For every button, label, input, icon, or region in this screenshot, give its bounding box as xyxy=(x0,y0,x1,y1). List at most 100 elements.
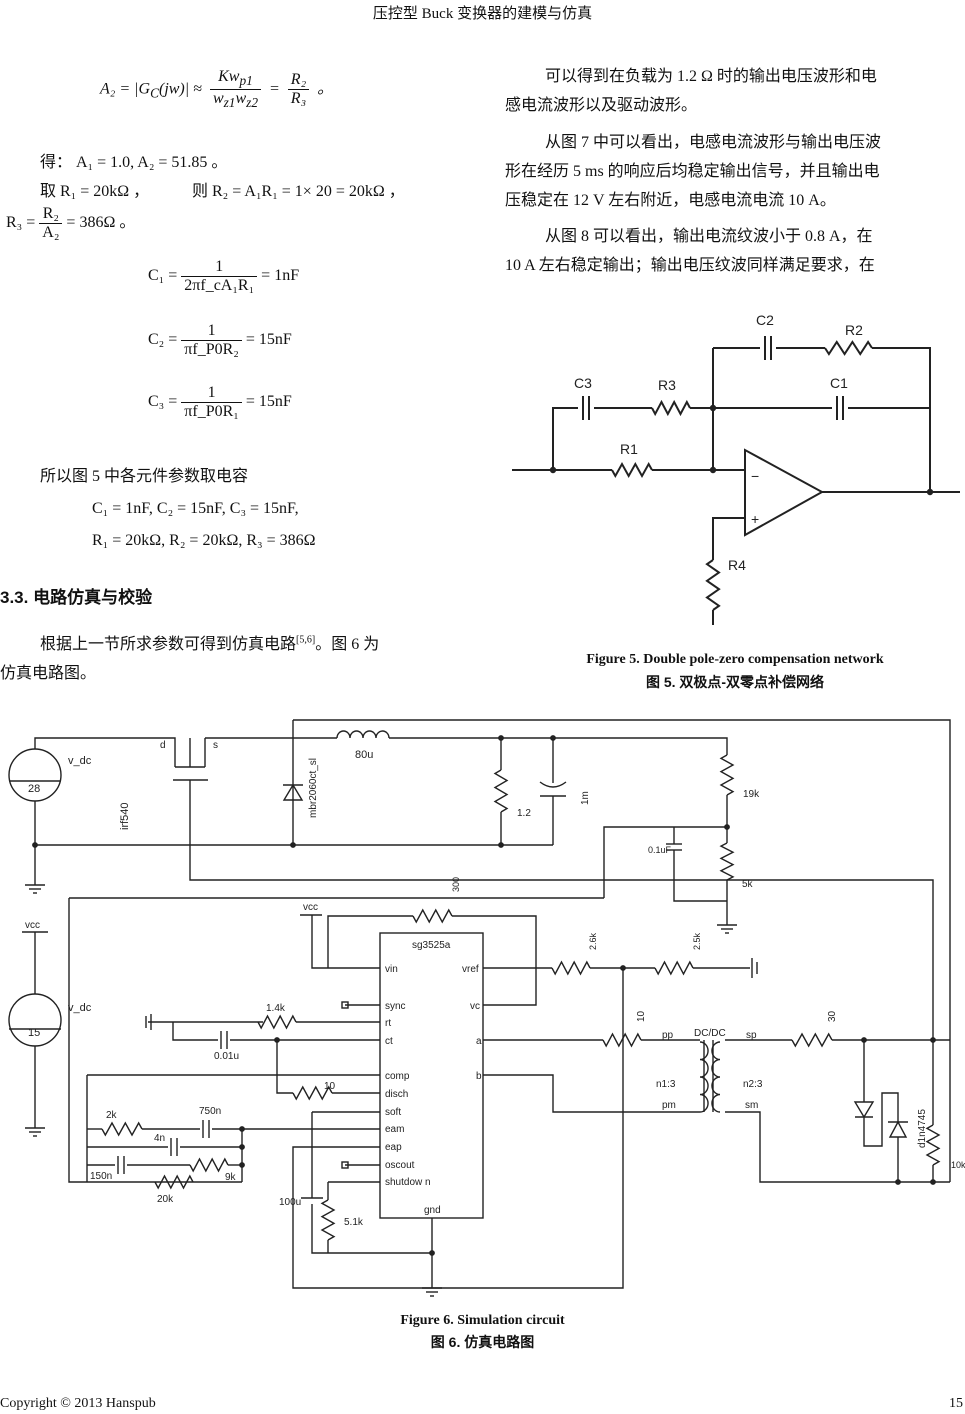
label-diode: mbr2060ct_sl xyxy=(308,758,319,818)
label-sp: sp xyxy=(746,1030,757,1041)
label-vcc2: vcc xyxy=(25,920,40,931)
label-v28: 28 xyxy=(28,783,40,795)
wire xyxy=(34,737,176,767)
junction-dot xyxy=(709,466,717,474)
capacitor-4n xyxy=(170,1138,178,1156)
junction-dot xyxy=(239,1162,245,1168)
label-r2: R2 xyxy=(845,322,863,338)
label-c3: C3 xyxy=(574,375,592,391)
resistor-load xyxy=(493,769,509,813)
label-vc: vc xyxy=(470,1001,480,1012)
wire xyxy=(172,1022,218,1041)
label-dcdc: DC/DC xyxy=(694,1028,726,1039)
label-a: a xyxy=(476,1036,482,1047)
junction-dot xyxy=(926,488,934,496)
footer-copyright: Copyright © 2013 Hanspub xyxy=(0,1396,156,1411)
resistor-5.1k xyxy=(320,1199,336,1241)
label-r9k: 9k xyxy=(225,1172,237,1183)
label-v_dc1: v_dc xyxy=(68,755,92,767)
label-r4: R4 xyxy=(728,557,746,573)
wire xyxy=(276,1040,293,1094)
label-d: d xyxy=(160,740,166,751)
junction-dot xyxy=(930,1179,936,1185)
label-eam: eam xyxy=(385,1124,404,1135)
take-line-b: 则 R₂ = A₁R₁ = 1× 20 = 20kΩ ， xyxy=(192,183,405,200)
capacitor-c3 xyxy=(582,396,590,420)
wire xyxy=(327,915,413,968)
label-c001: 0.01u xyxy=(214,1051,239,1062)
resistor-2.5k xyxy=(654,960,694,976)
wire xyxy=(452,915,537,1006)
junction-dot xyxy=(724,824,730,830)
label-c2: C2 xyxy=(756,312,774,328)
label-sm: sm xyxy=(745,1100,758,1111)
figure5-caption-cn: 图 5. 双极点-双零点补偿网络 xyxy=(645,674,825,690)
wire xyxy=(872,347,931,492)
wire xyxy=(68,898,242,1183)
label-v15: 15 xyxy=(28,1027,40,1039)
capacitor-c1 xyxy=(836,396,844,420)
page-number: 15 xyxy=(949,1396,963,1411)
label-r10a: 10 xyxy=(324,1081,336,1092)
paragraph-simulation-cont: 仿真电路图。 xyxy=(0,665,97,682)
resistor-300 xyxy=(412,908,453,924)
label-soft: soft xyxy=(385,1107,401,1118)
label-r3: R3 xyxy=(658,377,676,393)
label-r30: 30 xyxy=(827,1010,838,1022)
resistor-r1 xyxy=(611,461,653,479)
junction-dot xyxy=(549,466,557,474)
junction-dot xyxy=(498,735,504,741)
resistor-10-gate xyxy=(602,1032,642,1048)
wire xyxy=(603,826,727,898)
label-vref: vref xyxy=(462,964,479,975)
label-c4n: 4n xyxy=(154,1133,165,1144)
label-n1: n1:3 xyxy=(656,1079,676,1090)
label-shutdown: shutdow n xyxy=(385,1177,431,1188)
resistor-10-disch xyxy=(292,1085,333,1101)
capacitor-c2 xyxy=(764,336,772,360)
right-paragraph-1: 可以得到在负载为 1.2 Ω 时的输出电压波形和电感电流波形以及驱动波形。 xyxy=(505,68,877,114)
label-r20k: 20k xyxy=(157,1194,174,1205)
wire xyxy=(389,737,728,755)
label-r2k: 2k xyxy=(106,1110,118,1121)
label-r1: R1 xyxy=(620,441,638,457)
label-r10k: 10k xyxy=(951,1160,965,1170)
capacitor-150n xyxy=(117,1156,125,1174)
label-r14: 1.4k xyxy=(266,1003,286,1014)
label-r19k: 19k xyxy=(743,789,760,800)
label-eap: eap xyxy=(385,1142,402,1153)
resistor-r2 xyxy=(824,340,873,356)
label-n2: n2:3 xyxy=(743,1079,763,1090)
resistor-r3 xyxy=(651,399,691,417)
label-r25: 2.5k xyxy=(692,932,702,950)
junction-dot xyxy=(550,735,556,741)
sync-port xyxy=(341,1001,349,1009)
figure5-caption-en: Figure 5. Double pole-zero compensation … xyxy=(586,652,884,667)
zener-diode-icon xyxy=(888,1120,908,1138)
label-r300: 300 xyxy=(451,877,461,892)
label-v_dc2: v_dc xyxy=(68,1002,92,1014)
inductor-icon xyxy=(336,730,390,739)
resistor-2k xyxy=(101,1121,143,1137)
label-c01: 0.1uF xyxy=(648,845,672,855)
label-s: s xyxy=(213,740,218,751)
wire xyxy=(552,407,578,470)
figure6-caption-cn: 图 6. 仿真电路图 xyxy=(430,1334,535,1350)
resistor-20k xyxy=(154,1174,194,1190)
resistor-10k xyxy=(925,1124,941,1166)
label-sync: sync xyxy=(385,1001,406,1012)
label-r5k: 5k xyxy=(742,879,754,890)
wire xyxy=(483,1074,700,1113)
junction-dot xyxy=(498,842,504,848)
right-paragraph-2: 从图 7 中可以看出，电感电流波形与输出电压波形在经历 5 ms 的响应后均稳定… xyxy=(505,134,882,209)
section-title: 3.3. 电路仿真与校验 xyxy=(0,588,153,607)
capacitor-curved-plate xyxy=(539,781,567,788)
junction-dot xyxy=(895,1179,901,1185)
transformer-coil xyxy=(699,1041,709,1113)
junction-dot xyxy=(290,842,296,848)
